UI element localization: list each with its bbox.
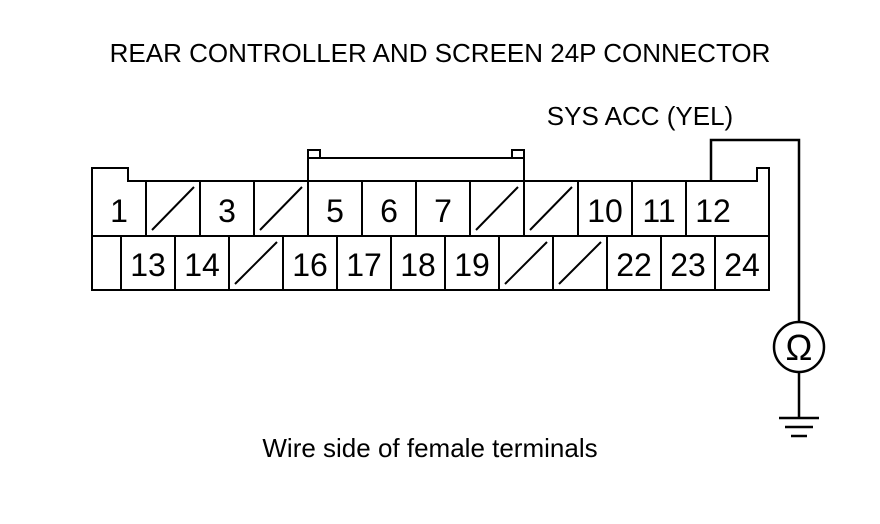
terminal-1: 1	[110, 193, 128, 229]
ground-icon	[779, 416, 819, 438]
unused-cavity-slash	[529, 186, 573, 231]
diagram-caption: Wire side of female terminals	[262, 433, 597, 463]
terminal-14: 14	[184, 247, 220, 283]
terminal-10: 10	[587, 193, 623, 229]
unused-cavity-slash	[558, 241, 602, 285]
unused-cavity-slash	[504, 241, 548, 285]
terminal-6: 6	[380, 193, 398, 229]
terminal-23: 23	[670, 247, 706, 283]
terminal-12: 12	[695, 193, 731, 229]
terminal-17: 17	[346, 247, 382, 283]
unused-cavity-slash	[234, 241, 278, 285]
meter-circuit: Ω	[709, 138, 826, 438]
terminal-22: 22	[616, 247, 652, 283]
terminal-19: 19	[454, 247, 490, 283]
signal-label: SYS ACC (YEL)	[547, 101, 733, 131]
unused-cavity-slash	[259, 186, 303, 231]
terminal-16: 16	[292, 247, 328, 283]
terminal-11: 11	[642, 193, 675, 229]
terminal-3: 3	[218, 193, 236, 229]
diagram-title: REAR CONTROLLER AND SCREEN 24P CONNECTOR	[110, 38, 771, 68]
terminal-24: 24	[724, 247, 760, 283]
terminal-7: 7	[434, 193, 452, 229]
unused-cavity-slash	[475, 186, 519, 231]
terminal-5: 5	[326, 193, 344, 229]
connector-housing	[91, 167, 770, 291]
ohm-symbol: Ω	[786, 327, 813, 368]
unused-cavity-slash	[151, 186, 195, 231]
connector-lock-tab	[307, 149, 525, 181]
terminal-13: 13	[130, 247, 166, 283]
terminal-18: 18	[400, 247, 436, 283]
probe-wire	[709, 138, 801, 322]
